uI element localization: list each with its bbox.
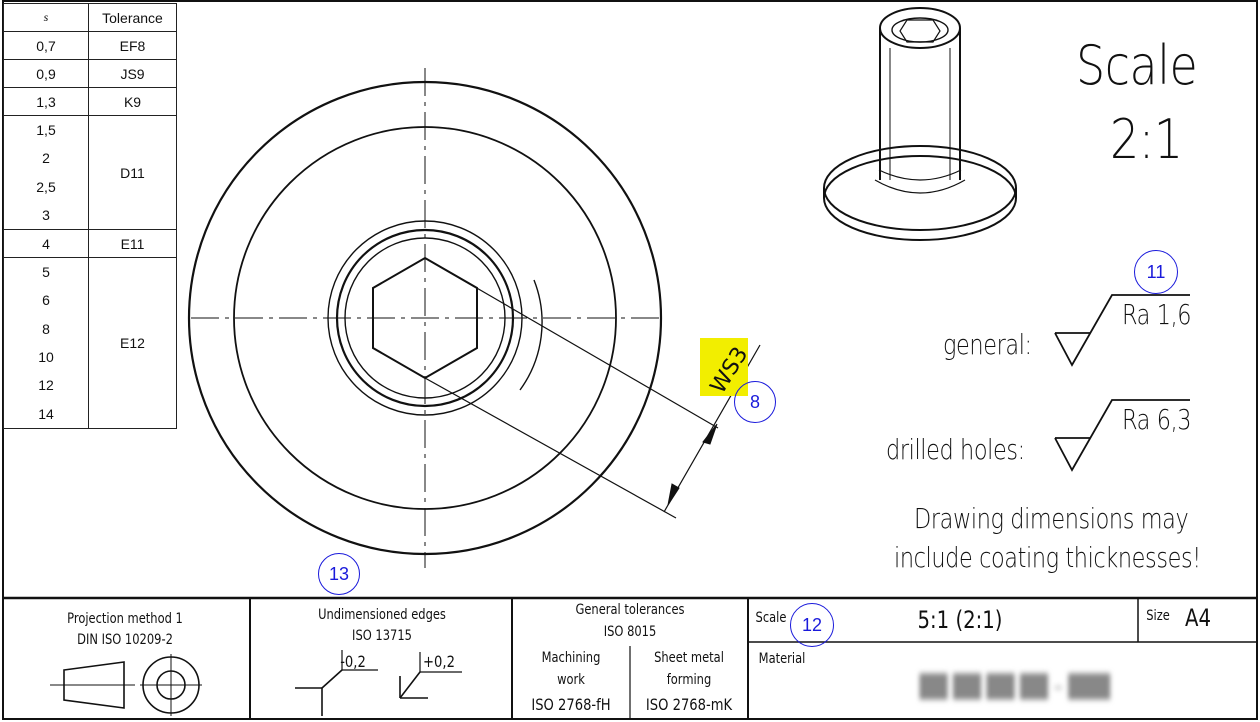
edge-symbol-external-icon: [295, 650, 378, 716]
surface-drilled-value: Ra 6,3: [1122, 403, 1192, 436]
edges-label: Undimensioned edges: [318, 607, 446, 623]
size-cell: 1,3: [3, 87, 89, 116]
size-field-value: A4: [1185, 604, 1211, 632]
size-value: 12: [38, 377, 54, 394]
surface-drilled-label: drilled holes:: [886, 433, 1025, 466]
machining-label-2: work: [557, 672, 585, 688]
size-value: 10: [38, 349, 54, 366]
size-cell: 0,9: [3, 59, 89, 88]
scale-heading: Scale: [1076, 34, 1198, 97]
sheet-metal-standard: ISO 2768-mK: [645, 695, 733, 714]
size-value: 6: [42, 292, 50, 309]
callout-11: 11: [1134, 250, 1178, 294]
size-value: 2,5: [36, 178, 56, 195]
general-tolerances-standard: ISO 8015: [603, 624, 657, 640]
size-value: 3: [42, 206, 50, 223]
size-cell: 4: [3, 229, 89, 259]
table-row: 1,5 2 2,5 3 D11: [3, 114, 177, 231]
table-row: 0,9 JS9: [3, 59, 177, 88]
size-value: 8: [42, 320, 50, 337]
size-value: 14: [38, 405, 54, 422]
tolerance-cell: E12: [88, 257, 177, 429]
surface-symbol-general: [1054, 294, 1190, 367]
size-value: 2: [42, 150, 50, 167]
sheet-metal-label: Sheet metal: [654, 650, 724, 666]
table-row: 5 6 8 10 12 14 E12: [3, 257, 177, 429]
size-cell: 0,7: [3, 31, 89, 60]
table-header-tolerance: Tolerance: [88, 3, 177, 32]
title-block-grid: [249, 598, 1257, 719]
screw-3d-view: [823, 7, 1017, 241]
machining-standard: ISO 2768-fH: [531, 695, 611, 714]
general-tolerances-label: General tolerances: [575, 602, 685, 618]
table-row: 1,3 K9: [3, 87, 177, 116]
scale-field-label: Scale: [755, 610, 787, 626]
sheet-metal-label-2: forming: [666, 672, 712, 688]
surface-general-value: Ra 1,6: [1122, 298, 1192, 331]
callout-12: 12: [790, 603, 834, 647]
size-cell: 5 6 8 10 12 14: [3, 257, 89, 429]
scale-field-value: 5:1 (2:1): [917, 606, 1003, 634]
projection-method-label: Projection method 1: [67, 611, 183, 627]
coating-note-line1: Drawing dimensions may: [914, 502, 1189, 535]
tolerance-table: s Tolerance 0,7 EF8 0,9 JS9 1,3 K9 1,5 2…: [3, 3, 177, 429]
surface-general-label: general:: [943, 328, 1032, 361]
table-header-s: s: [3, 3, 89, 32]
front-view: [187, 68, 663, 568]
projection-standard: DIN ISO 10209-2: [77, 632, 173, 648]
callout-13: 13: [318, 553, 360, 595]
size-value: 1,5: [36, 122, 56, 138]
surface-symbol-drilled: [1054, 399, 1190, 472]
table-row: 4 E11: [3, 229, 177, 259]
size-value: 5: [42, 264, 50, 281]
edge-symbol-internal-icon: [399, 652, 462, 699]
tolerance-cell: K9: [88, 87, 177, 116]
material-field-label: Material: [758, 651, 806, 667]
machining-label: Machining: [541, 650, 601, 666]
edge-negative-value: -0,2: [340, 652, 366, 671]
tolerance-cell: D11: [88, 114, 177, 231]
tolerance-cell: EF8: [88, 31, 177, 60]
tolerance-cell: JS9: [88, 59, 177, 88]
size-field-label: Size: [1146, 608, 1170, 624]
table-row: 0,7 EF8: [3, 31, 177, 60]
size-cell: 1,5 2 2,5 3: [3, 114, 89, 231]
edge-positive-value: +0,2: [423, 652, 455, 671]
tolerance-cell: E11: [88, 229, 177, 259]
projection-symbol-icon: [50, 654, 202, 716]
coating-note-line2: include coating thicknesses!: [894, 541, 1201, 574]
edges-standard: ISO 13715: [352, 628, 412, 644]
dimension-ws3: [424, 257, 761, 519]
material-field-value: ██ ██ ██ ██ – ███: [919, 675, 1111, 700]
scale-ratio: 2:1: [1110, 108, 1183, 171]
callout-8: 8: [734, 381, 776, 423]
